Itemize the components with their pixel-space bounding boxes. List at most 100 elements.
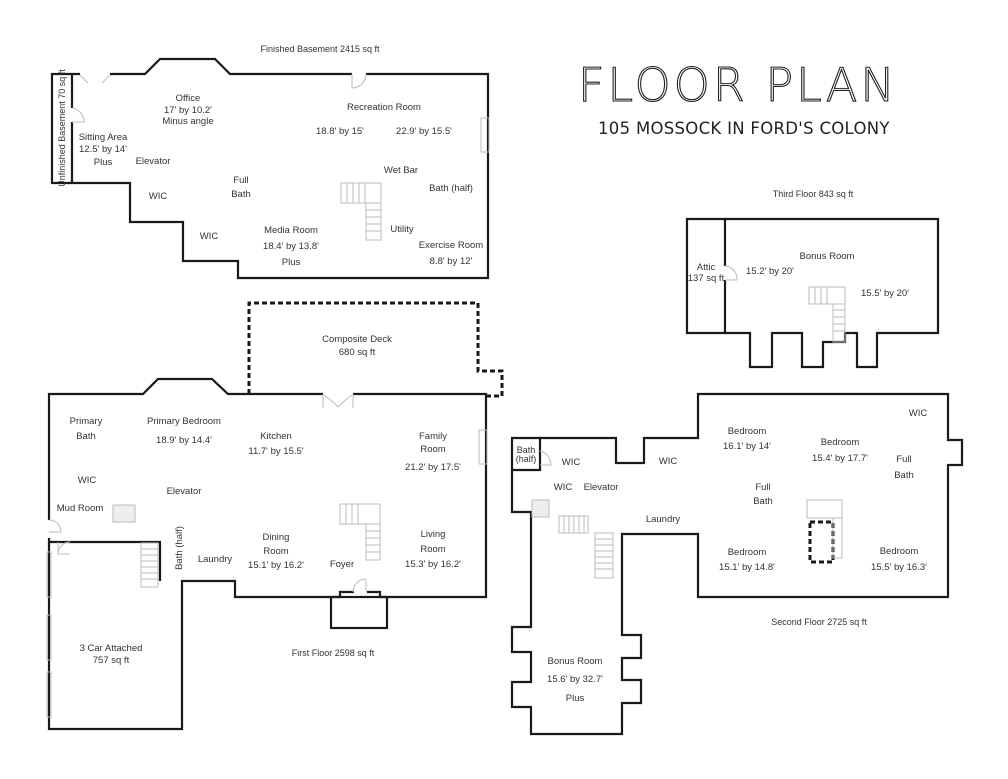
second-floor-half-bath-label: Bath [517,445,536,455]
sitting-area-size: 12.5' by 14' [79,144,127,155]
second-floor-full-bath-label: Bath [753,496,773,507]
unfinished-basement-label: Unfinished Basement 70 sq ft [57,69,67,187]
media-room-label: Media Room [264,225,318,236]
first-floor-caption: First Floor 2598 sq ft [292,648,375,658]
front-porch [329,595,389,630]
second-floor-stairs [531,499,843,579]
second-floor-full-bath-label: Full [755,482,770,493]
garage-door [57,541,71,555]
bedroom-label: Bedroom [728,547,767,558]
sitting-area-note: Plus [94,157,113,168]
mud-room-door [48,519,62,533]
mud-room-label: Mud Room [57,503,104,514]
exercise-room-size: 8.8' by 12' [430,256,473,267]
bedroom-label: Bedroom [728,426,767,437]
second-floor-full-bath-label: Bath [894,470,914,481]
page-subtitle: 105 MOSSOCK IN FORD'S COLONY [598,119,890,138]
basement-double-door [79,74,111,84]
garage-label: 3 Car Attached [80,643,143,654]
primary-bedroom-size: 18.9' by 14.4' [156,435,212,446]
basement-plan: Finished Basement 2415 sq ft Unfinished … [50,44,490,280]
deck-size: 680 sq ft [339,347,376,358]
family-room-label: Family [419,431,447,442]
bedroom-size: 15.4' by 17.7' [812,453,868,464]
dining-room-label: Room [263,546,288,557]
bedroom-size: 15.5' by 16.3' [871,562,927,573]
basement-full-bath-label: Bath [231,189,251,200]
second-floor-wic-label: WIC [659,456,678,467]
third-floor-bonus-room-size: 15.2' by 20' [746,266,794,277]
third-floor-plan: Third Floor 843 sq ft Attic 137 sq ft Bo… [685,189,940,369]
utility-label: Utility [390,224,413,235]
second-floor-walls [510,392,964,736]
second-floor-wic-label: WIC [909,408,928,419]
basement-caption: Finished Basement 2415 sq ft [260,44,380,54]
second-floor-half-bath-wall [512,438,542,472]
second-floor-wic-label: WIC [562,457,581,468]
second-floor-half-bath-label: (half) [516,454,537,464]
basement-top-door [351,73,367,89]
deck-double-door [322,394,354,408]
first-floor-half-bath-label: Bath (half) [174,526,185,570]
exercise-room-label: Exercise Room [419,240,483,251]
first-floor-plan: First Floor 2598 sq ft Composite Deck 68… [46,301,504,731]
living-room-label: Living [421,529,446,540]
basement-half-bath-label: Bath (half) [429,183,473,194]
family-room-size: 21.2' by 17.5' [405,462,461,473]
basement-full-bath-label: Full [233,175,248,186]
kitchen-label: Kitchen [260,431,292,442]
front-door [352,578,367,593]
bedroom-size: 16.1' by 14' [723,441,771,452]
media-room-note: Plus [282,257,301,268]
sitting-area-label: Sitting Area [79,132,128,143]
recreation-room-label: Recreation Room [347,102,421,113]
first-floor-window [478,429,488,465]
second-floor-bath-door [539,450,552,466]
attic-label: Attic [697,262,716,273]
bedroom-size: 15.1' by 14.8' [719,562,775,573]
second-floor-bonus-room-note: Plus [566,693,585,704]
second-floor-opening [808,520,835,564]
second-floor-laundry-label: Laundry [646,514,681,525]
recreation-room-size: 18.8' by 15' [316,126,364,137]
second-floor-bonus-room-size: 15.6' by 32.7' [547,674,603,685]
page-title: FLOOR PLAN [578,58,898,112]
primary-bedroom-label: Primary Bedroom [147,416,221,427]
basement-elevator-label: Elevator [136,156,171,167]
garage-wall [49,540,162,581]
first-floor-wic-label: WIC [78,475,97,486]
basement-wic-label: WIC [200,231,219,242]
basement-wic-label: WIC [149,191,168,202]
office-label: Office [176,93,201,104]
first-floor-elevator-label: Elevator [167,486,202,497]
kitchen-size: 11.7' by 15.5' [248,446,303,457]
second-floor-plan: Second Floor 2725 sq ft Bath (half) WIC … [510,392,964,736]
second-floor-bonus-room-label: Bonus Room [548,656,603,667]
second-floor-full-bath-label: Full [896,454,911,465]
deck-label: Composite Deck [322,334,392,345]
family-room-label: Room [420,444,445,455]
primary-bath-label: Bath [76,431,96,442]
third-floor-bonus-room-size: 15.5' by 20' [861,288,909,299]
attic-size: 137 sq ft [688,273,725,284]
living-room-size: 15.3' by 16.2' [405,559,461,570]
bedroom-label: Bedroom [880,546,919,557]
basement-door [71,107,85,123]
first-floor-walls [47,377,488,731]
recreation-room-size: 22.9' by 15.5' [396,126,452,137]
living-room-label: Room [420,544,445,555]
second-floor-elevator-label: Elevator [584,482,619,493]
office-note: Minus angle [162,116,213,127]
bedroom-label: Bedroom [821,437,860,448]
second-floor-caption: Second Floor 2725 sq ft [771,617,867,627]
media-room-size: 18.4' by 13.8' [263,241,319,252]
office-size: 17' by 10.2' [164,105,212,116]
deck-outline [247,301,504,398]
third-floor-bonus-room-label: Bonus Room [800,251,855,262]
basement-window [480,117,490,153]
first-floor-stairs [112,503,381,588]
wet-bar-label: Wet Bar [384,165,418,176]
dining-room-label: Dining [263,532,290,543]
